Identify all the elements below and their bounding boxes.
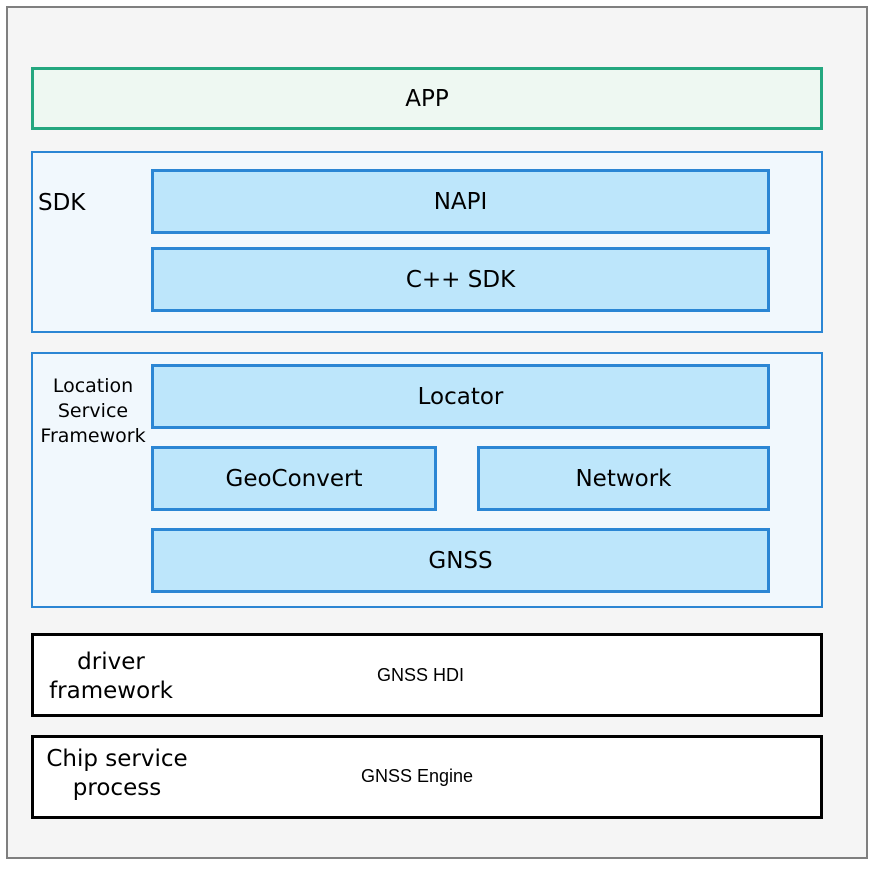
driver-framework-layer (31, 633, 823, 717)
napi-module: NAPI (151, 169, 770, 234)
network-module: Network (477, 446, 770, 511)
driver-label-line2: framework (49, 678, 173, 704)
chip-label-line2: process (72, 775, 162, 801)
gnss-engine-label: GNSS Engine (361, 766, 474, 786)
locator-module: Locator (151, 364, 770, 429)
chip-service-process-layer (31, 735, 823, 819)
gnss-hdi-label: GNSS HDI (377, 665, 465, 685)
napi-module-label: NAPI (433, 188, 488, 215)
driver-framework-label: driver framework (38, 648, 184, 706)
gnss-module: GNSS (151, 528, 770, 593)
network-module-label: Network (575, 465, 672, 492)
cpp-sdk-module: C++ SDK (151, 247, 770, 312)
gnss-module-label: GNSS (428, 547, 493, 574)
locator-module-label: Locator (417, 383, 504, 410)
geoconvert-module: GeoConvert (151, 446, 437, 511)
app-layer: APP (31, 67, 823, 130)
app-layer-label: APP (405, 85, 449, 112)
lsf-label-line1: Location (52, 375, 134, 397)
driver-label-line1: driver (77, 649, 145, 675)
geoconvert-module-label: GeoConvert (225, 465, 363, 492)
chip-label-line1: Chip service (46, 746, 188, 772)
lsf-label-line3: Framework (40, 425, 146, 447)
lsf-label-line2: Service (57, 400, 129, 422)
cpp-sdk-module-label: C++ SDK (405, 266, 516, 293)
chip-service-process-label: Chip service process (40, 745, 194, 803)
location-service-framework-label: Location Service Framework (34, 374, 152, 449)
sdk-layer-label: SDK (38, 190, 86, 216)
